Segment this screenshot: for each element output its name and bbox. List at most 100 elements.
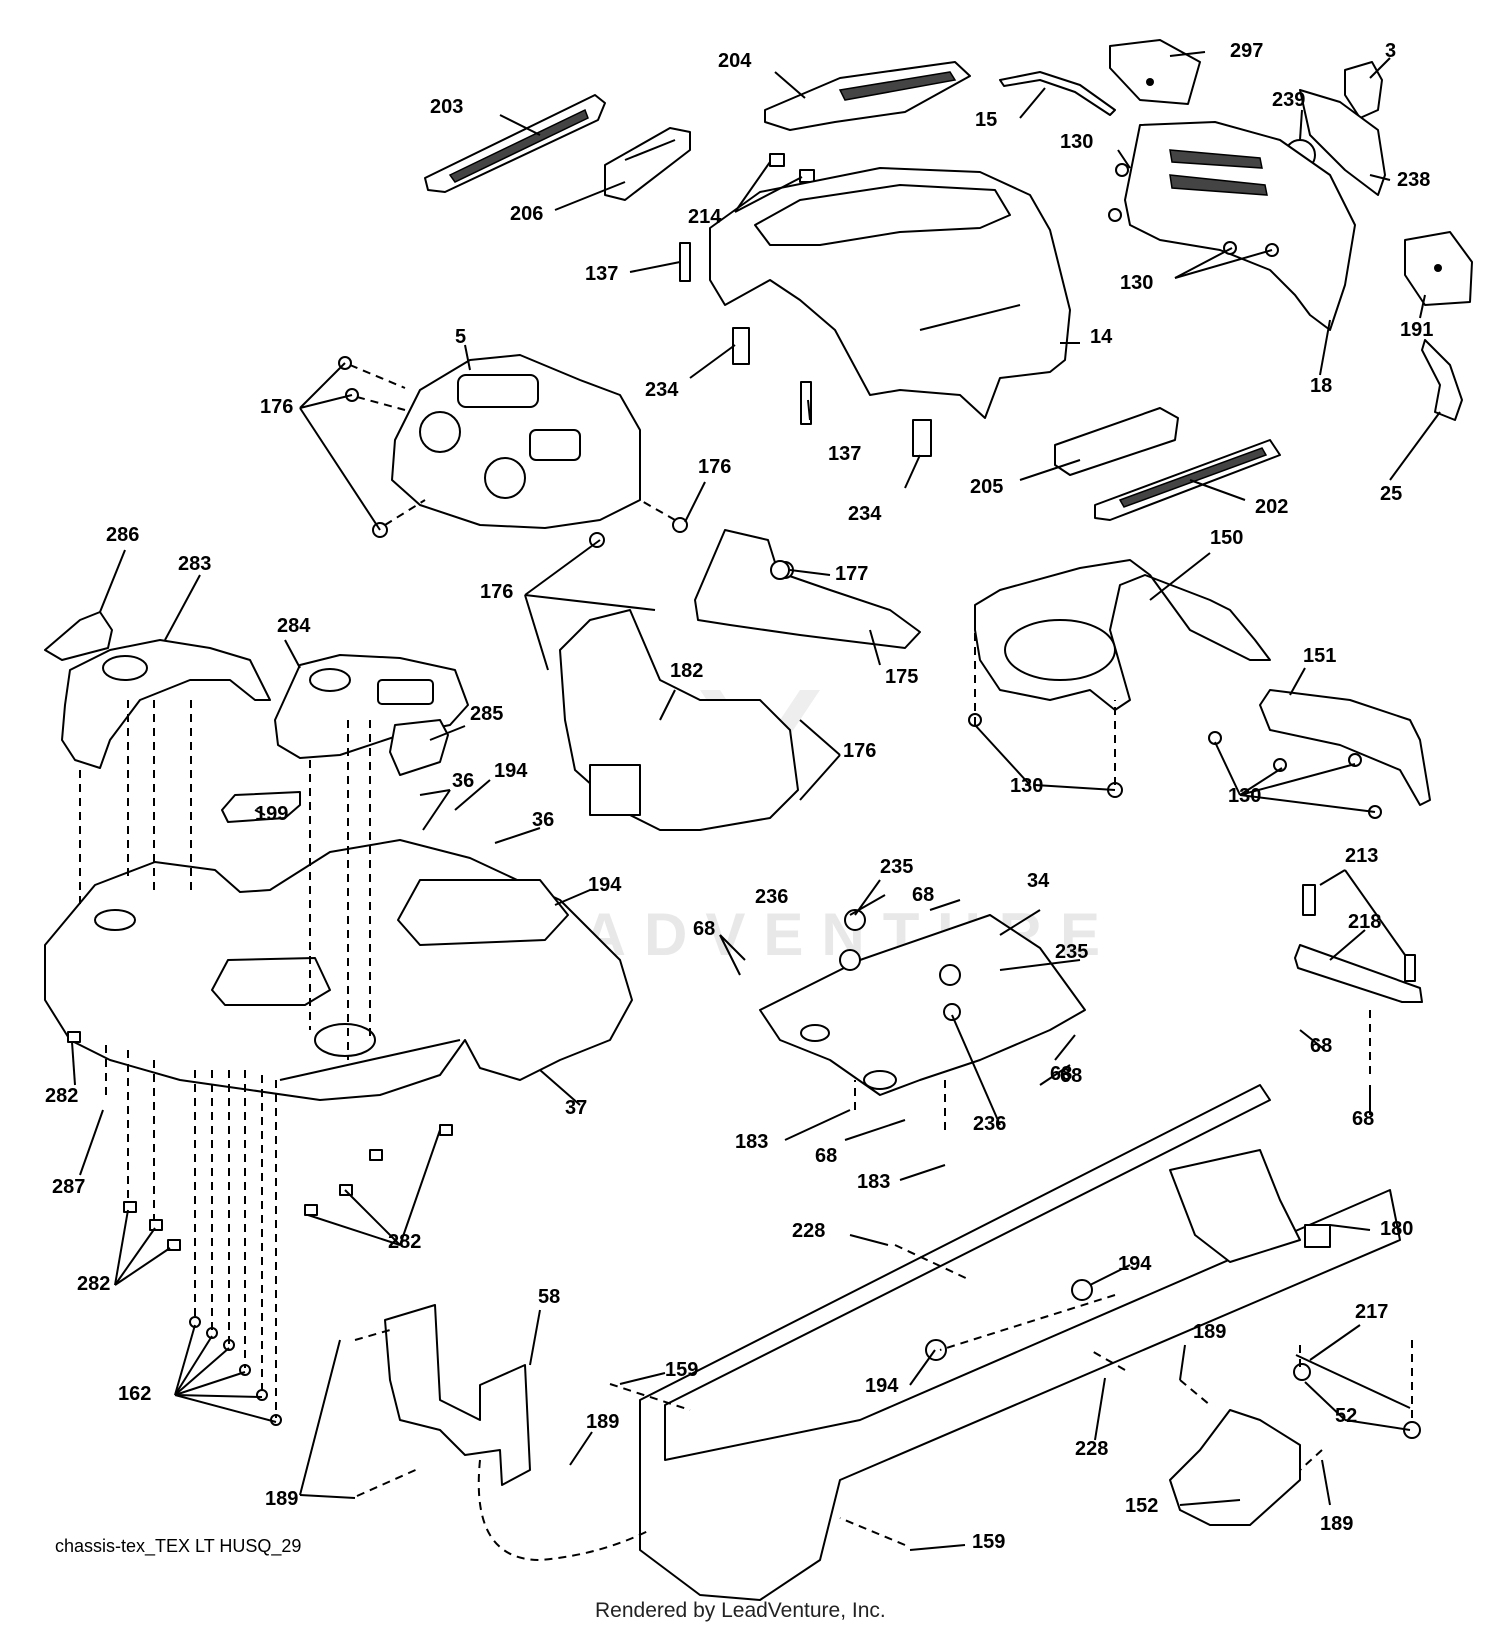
callout-label: 36: [532, 809, 554, 831]
callout-label: 213: [1345, 845, 1378, 867]
callout-label: 182: [670, 660, 703, 682]
callout-label: 150: [1210, 527, 1243, 549]
part-284-fender-cover: [274, 654, 469, 759]
part-205-grille-insert: [1054, 407, 1179, 476]
callout-label: 68: [1352, 1108, 1374, 1130]
part-37-fender: [44, 839, 633, 1101]
callout-label: 183: [857, 1171, 890, 1193]
part-18-front-grille: [1124, 121, 1356, 331]
callout-label: 176: [480, 581, 513, 603]
callout-label: 282: [45, 1085, 78, 1107]
part-282-clips: [67, 1031, 453, 1251]
callout-label: 205: [970, 476, 1003, 498]
callout-label: 214: [688, 206, 722, 228]
callout-label: 159: [665, 1359, 698, 1381]
part-14-hood: [709, 167, 1071, 419]
part-206-air-duct: [604, 127, 691, 201]
callout-label: 176: [843, 740, 876, 762]
part-175-mount-bracket: [694, 529, 921, 649]
callout-label: 283: [178, 553, 211, 575]
callout-label: 236: [755, 886, 788, 908]
part-58-bracket: [384, 1304, 531, 1486]
callout-label: 206: [510, 203, 543, 225]
callout-label: 162: [118, 1383, 151, 1405]
callout-label: 151: [1303, 645, 1336, 667]
callout-label: 68: [1310, 1035, 1332, 1057]
callout-label: 282: [77, 1273, 110, 1295]
part-15-trim: [999, 71, 1116, 116]
callout-label: 235: [880, 856, 913, 878]
callout-label: 234: [848, 503, 882, 525]
callout-label: 203: [430, 96, 463, 118]
callout-label: 176: [698, 456, 731, 478]
callout-label: 68: [1060, 1065, 1082, 1087]
callout-label: 14: [1090, 326, 1113, 348]
callout-label: 137: [828, 443, 861, 465]
callout-label: 68: [693, 918, 715, 940]
part-182-body-panel: [559, 609, 799, 831]
callout-label: 58: [538, 1286, 560, 1308]
callout-label: 159: [972, 1531, 1005, 1553]
callout-label: 36: [452, 770, 474, 792]
callout-label: 68: [1050, 1063, 1072, 1085]
part-137-bumper-bottom: [800, 381, 812, 425]
callout-label: 199: [255, 803, 288, 825]
callout-label: 137: [585, 263, 618, 285]
part-5-dash-panel: [391, 354, 641, 529]
part-234-pad-bottom: [912, 419, 932, 457]
render-credit: Rendered by LeadVenture, Inc.: [595, 1599, 886, 1622]
callout-label: 175: [885, 666, 918, 688]
part-214-clips: [769, 153, 815, 183]
callout-label: 130: [1228, 785, 1261, 807]
callout-label: 238: [1397, 169, 1430, 191]
callout-label: 5: [455, 326, 466, 348]
callout-labels: 203 204 297 3 15 239 130 238 206 214 130…: [45, 40, 1433, 1553]
part-25-trim: [1421, 339, 1463, 421]
callout-label: 297: [1230, 40, 1263, 62]
callout-label: 285: [470, 703, 503, 725]
callout-label: 228: [1075, 1438, 1108, 1460]
part-150-duct-frame: [974, 559, 1271, 711]
callout-label: 176: [260, 396, 293, 418]
callout-label: 194: [865, 1375, 899, 1397]
callout-label: 284: [277, 615, 311, 637]
callout-label: 282: [388, 1231, 421, 1253]
part-177-nut: [770, 560, 790, 580]
part-202-side-grille: [1094, 439, 1281, 521]
part-191-cover: [1404, 231, 1473, 306]
callout-label: 191: [1400, 319, 1433, 341]
part-285-bezel: [389, 719, 449, 776]
part-34-mount-plate: [759, 909, 1086, 1096]
leader-lines: [71, 51, 1441, 1551]
callout-label: 189: [1193, 1321, 1226, 1343]
part-204-top-grille: [764, 61, 971, 131]
callout-label: 25: [1380, 483, 1402, 505]
part-203-side-grille: [424, 94, 606, 193]
callout-label: 52: [1335, 1405, 1357, 1427]
callout-label: 130: [1060, 131, 1093, 153]
callout-label: 3: [1385, 40, 1396, 62]
callout-label: 130: [1010, 775, 1043, 797]
part-286-bracket: [44, 611, 113, 661]
callout-label: 234: [645, 379, 679, 401]
callout-label: 236: [973, 1113, 1006, 1135]
callout-label: 189: [586, 1411, 619, 1433]
part-176-fastener-set-upper: [338, 356, 688, 548]
diagram-source-label: chassis-tex_TEX LT HUSQ_29: [55, 1536, 301, 1557]
callout-label: 189: [265, 1488, 298, 1510]
callout-label: 287: [52, 1176, 85, 1198]
part-180-chassis-frame: [639, 1084, 1401, 1601]
callout-label: 217: [1355, 1301, 1388, 1323]
callout-label: 194: [1118, 1253, 1152, 1275]
callout-label: 152: [1125, 1495, 1158, 1517]
callout-label: 228: [792, 1220, 825, 1242]
callout-label: 189: [1320, 1513, 1353, 1535]
callout-label: 218: [1348, 911, 1381, 933]
part-151-strap-bracket: [1259, 689, 1431, 806]
part-137-bumper-top: [679, 242, 691, 282]
part-152-heat-shield: [1169, 1409, 1301, 1526]
part-218-bracket: [1294, 884, 1423, 1003]
callout-label: 204: [718, 50, 752, 72]
callout-label: 177: [835, 563, 868, 585]
